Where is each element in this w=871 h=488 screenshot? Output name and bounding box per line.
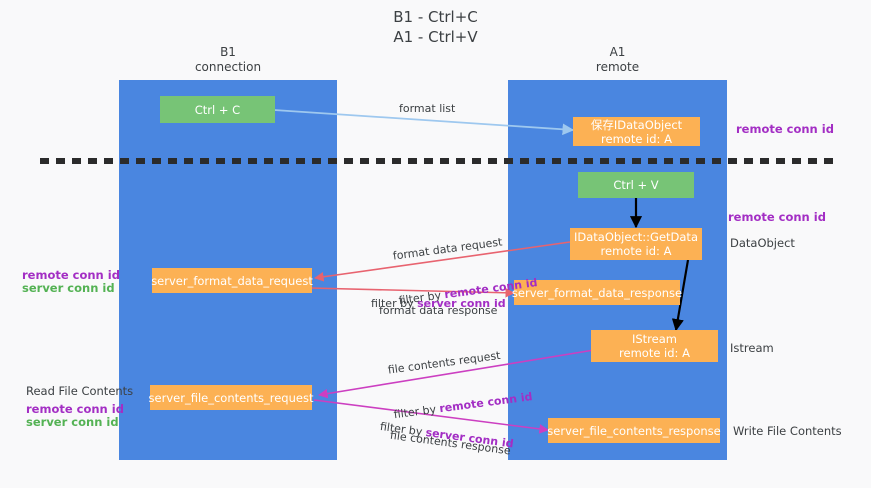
annotation-remote-conn-id-top: remote conn id bbox=[736, 122, 834, 136]
filter-prefix: filter by bbox=[371, 297, 418, 310]
section-divider-dashed bbox=[40, 158, 837, 164]
box-server-format-data-request[interactable]: server_format_data_request bbox=[151, 268, 313, 293]
box-istream[interactable]: IStream remote id: A bbox=[591, 330, 718, 362]
column-header-b1: B1 connection bbox=[194, 45, 262, 74]
box-save-idataobject[interactable]: 保存IDataObject remote id: A bbox=[573, 117, 700, 146]
box-idataobject-getdata[interactable]: IDataObject::GetData remote id: A bbox=[570, 228, 702, 260]
filter-key-server-conn-id: server conn id bbox=[417, 297, 506, 310]
annotation-dataobject: DataObject bbox=[730, 236, 795, 250]
edge-label-format-data-request-text: format data request bbox=[392, 235, 504, 263]
edge-label-format-data-response-text: format data response bbox=[379, 304, 498, 317]
diagram-title: B1 - Ctrl+C A1 - Ctrl+V bbox=[393, 8, 478, 46]
annotation-left-remote-conn-id-bottom: remote conn id bbox=[26, 402, 124, 416]
box-server-file-contents-response[interactable]: server_file_contents_response bbox=[547, 418, 721, 443]
box-server-file-contents-request[interactable]: server_file_contents_request bbox=[149, 385, 313, 410]
annotation-left-server-conn-id-bottom: server conn id bbox=[26, 415, 119, 429]
annotation-remote-conn-id-middle: remote conn id bbox=[728, 210, 826, 224]
annotation-write-file-contents: Write File Contents bbox=[733, 424, 842, 438]
column-header-a1: A1 remote bbox=[595, 45, 640, 74]
annotation-left-server-conn-id: server conn id bbox=[22, 281, 115, 295]
edge-label-file-contents-request-text: file contents request bbox=[387, 348, 502, 377]
annotation-read-file-contents: Read File Contents bbox=[26, 384, 134, 398]
box-server-format-data-response[interactable]: server_format_data_response bbox=[512, 280, 682, 305]
annotation-istream: Istream bbox=[730, 341, 774, 355]
box-ctrl-v[interactable]: Ctrl + V bbox=[578, 172, 694, 198]
box-ctrl-c[interactable]: Ctrl + C bbox=[160, 96, 275, 123]
edge-label-format-list: format list bbox=[399, 102, 456, 115]
edge-label-format-data-response-filter: filter by server conn id bbox=[371, 296, 506, 311]
edge-label-format-data-response: format data response bbox=[379, 273, 497, 348]
annotation-left-remote-conn-id: remote conn id bbox=[22, 268, 120, 282]
diagram-canvas: B1 - Ctrl+C A1 - Ctrl+V B1 connection A1… bbox=[22, 8, 842, 460]
